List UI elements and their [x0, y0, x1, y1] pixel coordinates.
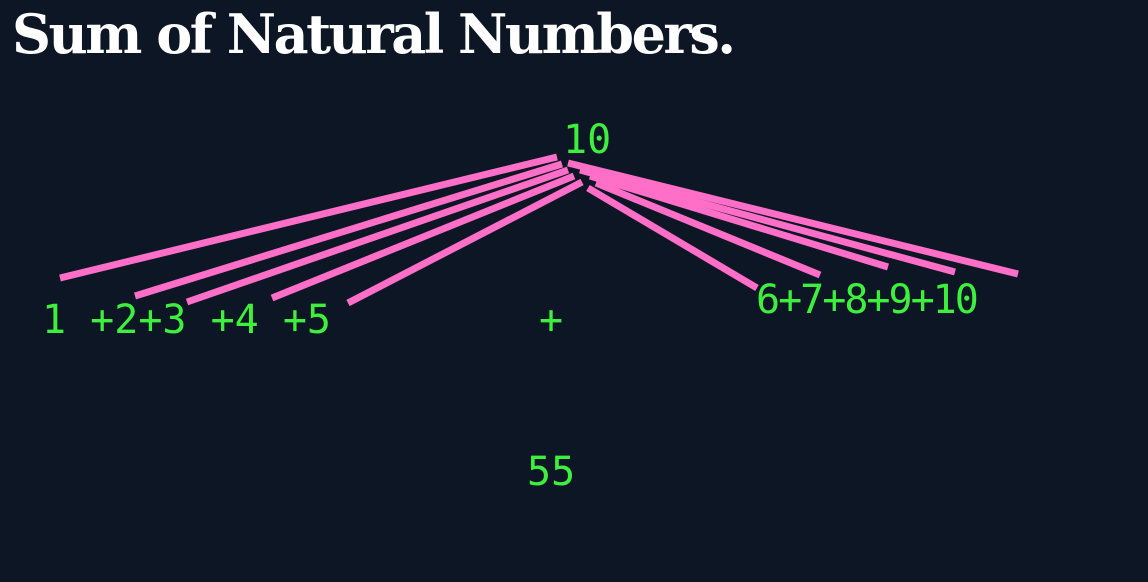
top-value: 10 — [563, 117, 612, 163]
right-sequence: 6+7+8+9+10 — [756, 277, 979, 323]
left-sequence: 1 +2+3 +4 +5 — [42, 297, 331, 343]
connector-line-10 — [567, 159, 1019, 278]
result-value: 55 — [527, 449, 576, 495]
connector-line-8 — [588, 172, 890, 271]
connector-line-2 — [133, 160, 564, 300]
middle-operator: + — [539, 297, 564, 343]
connector-line-3 — [185, 166, 570, 306]
connector-line-1 — [59, 153, 558, 282]
connector-line-4 — [270, 172, 576, 302]
connector-line-7 — [594, 179, 822, 279]
connector-line-9 — [579, 166, 956, 276]
slide-title: Sum of Natural Numbers. — [12, 2, 736, 66]
connector-line-6 — [586, 184, 759, 292]
connector-line-5 — [346, 178, 584, 307]
